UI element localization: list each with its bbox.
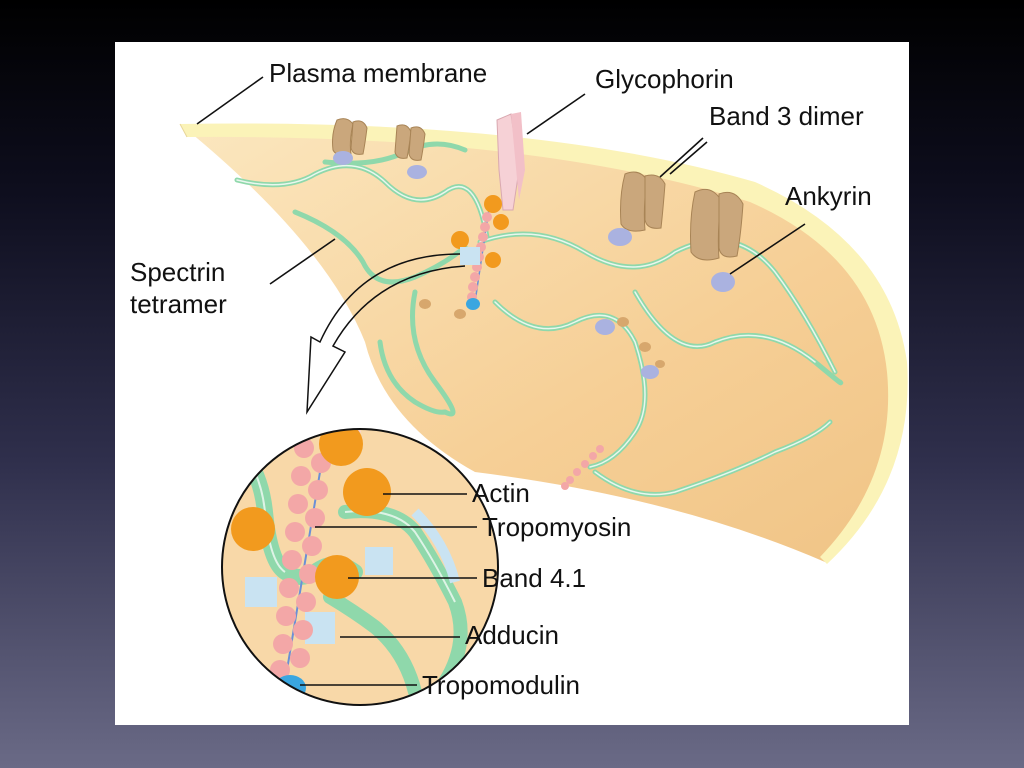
labels: Plasma membrane Glycophorin Band 3 dimer… bbox=[130, 58, 872, 700]
diagram-panel: Plasma membrane Glycophorin Band 3 dimer… bbox=[115, 42, 909, 725]
band3-dimers bbox=[332, 118, 744, 261]
minor-band3-groups bbox=[419, 299, 665, 368]
zoom-inset bbox=[221, 428, 499, 706]
label-band3-dimer: Band 3 dimer bbox=[709, 101, 864, 131]
label-spectrin: Spectrin bbox=[130, 257, 225, 287]
glycophorin-protein bbox=[496, 112, 525, 211]
label-glycophorin: Glycophorin bbox=[595, 64, 734, 94]
small-actin-complex bbox=[561, 445, 604, 490]
label-actin: Actin bbox=[472, 478, 530, 508]
ankyrin-proteins bbox=[333, 151, 735, 379]
label-tropomodulin: Tropomodulin bbox=[422, 670, 580, 700]
label-tetramer: tetramer bbox=[130, 289, 227, 319]
label-plasma-membrane: Plasma membrane bbox=[269, 58, 487, 88]
leader-lines bbox=[196, 76, 806, 686]
label-tropomyosin: Tropomyosin bbox=[482, 512, 631, 542]
label-adducin: Adducin bbox=[465, 620, 559, 650]
spectrin-network bbox=[234, 141, 844, 497]
zoom-arrow bbox=[306, 253, 466, 415]
label-band41: Band 4.1 bbox=[482, 563, 586, 593]
junctional-complex bbox=[451, 195, 509, 310]
erythrocyte-cytoskeleton-diagram: Plasma membrane Glycophorin Band 3 dimer… bbox=[130, 58, 908, 706]
label-ankyrin: Ankyrin bbox=[785, 181, 872, 211]
